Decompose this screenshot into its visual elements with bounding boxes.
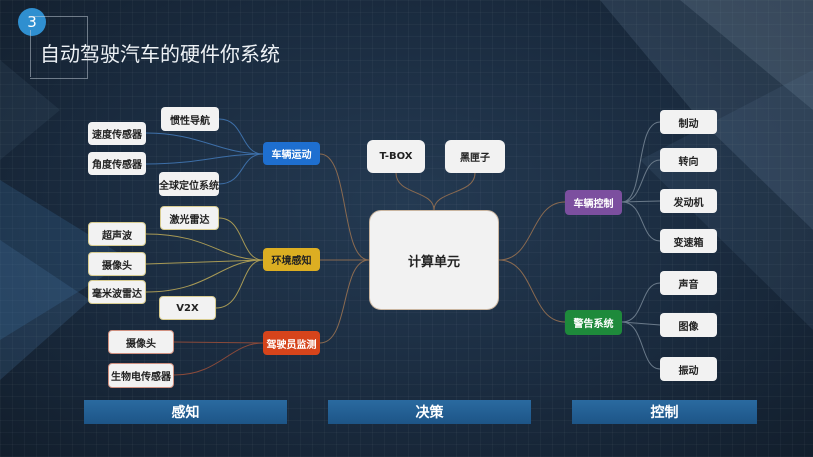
node-image: 图像 xyxy=(660,313,717,337)
slide-title: 自动驾驶汽车的硬件你系统 xyxy=(40,42,280,66)
slide-number-badge: 3 xyxy=(18,8,46,36)
title-frame xyxy=(30,16,88,79)
category-driver-monitor: 驾驶员监测 xyxy=(263,331,320,355)
node-lidar: 激光雷达 xyxy=(160,206,219,230)
node-engine: 发动机 xyxy=(660,189,717,213)
node-brake: 制动 xyxy=(660,110,717,134)
node-gearbox: 变速箱 xyxy=(660,229,717,253)
title-frame-line xyxy=(30,30,31,77)
node-vibration: 振动 xyxy=(660,357,717,381)
node-gps: 全球定位系统 xyxy=(159,172,219,196)
bar-decision: 决策 xyxy=(328,400,531,424)
node-v2x: V2X xyxy=(159,296,216,320)
center-computing-unit: 计算单元 xyxy=(369,210,499,310)
category-warning-system: 警告系统 xyxy=(565,310,622,335)
node-camera-driver: 摄像头 xyxy=(108,330,174,354)
category-environment: 环境感知 xyxy=(263,248,320,271)
node-sound: 声音 xyxy=(660,271,717,295)
node-camera-env: 摄像头 xyxy=(88,252,146,276)
category-vehicle-motion: 车辆运动 xyxy=(263,142,320,165)
bar-perception: 感知 xyxy=(84,400,287,424)
node-ultrasonic: 超声波 xyxy=(88,222,146,246)
node-steering: 转向 xyxy=(660,148,717,172)
node-black-box: 黑匣子 xyxy=(445,140,505,173)
node-mmwave-radar: 毫米波雷达 xyxy=(88,280,146,304)
node-tbox: T-BOX xyxy=(367,140,425,173)
node-inertial-navigation: 惯性导航 xyxy=(161,107,219,131)
bar-control: 控制 xyxy=(572,400,757,424)
node-angle-sensor: 角度传感器 xyxy=(88,152,146,175)
node-bioelectric-sensor: 生物电传感器 xyxy=(108,363,174,388)
node-speed-sensor: 速度传感器 xyxy=(88,122,146,145)
category-vehicle-control: 车辆控制 xyxy=(565,190,622,215)
